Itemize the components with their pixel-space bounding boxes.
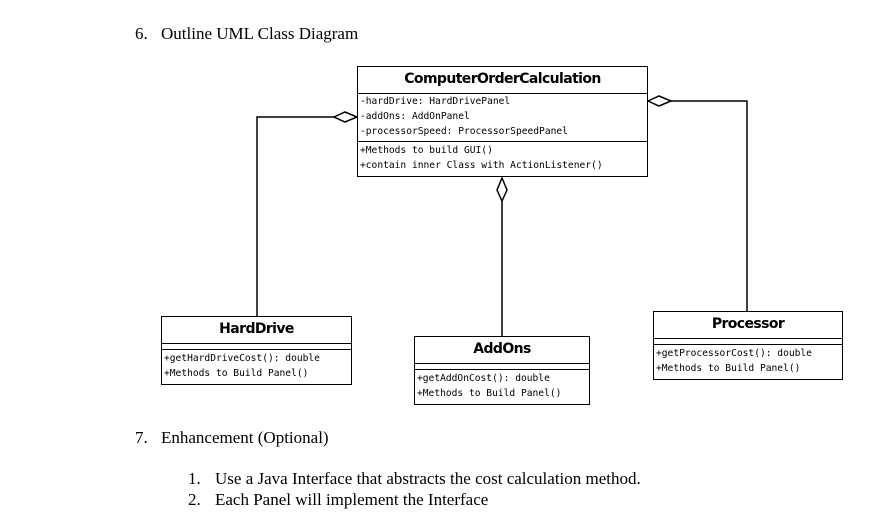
method: +getHardDriveCost(): double xyxy=(164,353,320,364)
method: +getProcessorCost(): double xyxy=(656,348,812,359)
attributes-section xyxy=(162,344,351,350)
class-processor: Processor +getProcessorCost(): double +M… xyxy=(653,311,843,380)
connector-processor xyxy=(671,100,748,311)
connector-harddrive xyxy=(256,116,334,316)
class-name: Processor xyxy=(654,312,842,339)
class-addons: AddOns +getAddOnCost(): double +Methods … xyxy=(414,336,590,405)
aggregation-diamond-harddrive xyxy=(332,111,359,123)
method: +Methods to Build Panel() xyxy=(656,363,801,374)
aggregation-diamond-addons xyxy=(496,176,508,203)
method: +getAddOnCost(): double xyxy=(417,373,550,384)
list-item-number: 1. xyxy=(188,469,201,488)
section-7-heading: 7. Enhancement (Optional) xyxy=(135,428,329,448)
list-item-text: Use a Java Interface that abstracts the … xyxy=(215,469,641,488)
method: +contain inner Class with ActionListener… xyxy=(360,160,603,171)
list-item-text: Each Panel will implement the Interface xyxy=(215,490,489,509)
class-harddrive: HardDrive +getHardDriveCost(): double +M… xyxy=(161,316,352,385)
attribute: -processorSpeed: ProcessorSpeedPanel xyxy=(360,126,568,137)
aggregation-diamond-processor xyxy=(646,95,673,107)
methods-section: +Methods to build GUI() +contain inner C… xyxy=(358,142,647,174)
methods-section: +getProcessorCost(): double +Methods to … xyxy=(654,345,842,377)
method: +Methods to Build Panel() xyxy=(164,368,309,379)
class-name: ComputerOrderCalculation xyxy=(358,67,647,94)
list-item: 2. Each Panel will implement the Interfac… xyxy=(188,490,488,510)
attributes-section: -hardDrive: HardDrivePanel -addOns: AddO… xyxy=(358,94,647,142)
section-6-heading: 6. Outline UML Class Diagram xyxy=(135,24,358,44)
class-name: HardDrive xyxy=(162,317,351,344)
list-item-number: 2. xyxy=(188,490,201,509)
method: +Methods to Build Panel() xyxy=(417,388,562,399)
section-7-title: Enhancement (Optional) xyxy=(161,428,329,447)
class-name: AddOns xyxy=(415,337,589,364)
section-7-number: 7. xyxy=(135,428,148,447)
section-6-title: Outline UML Class Diagram xyxy=(161,24,359,43)
method: +Methods to build GUI() xyxy=(360,145,493,156)
section-6-number: 6. xyxy=(135,24,148,43)
attributes-section xyxy=(654,339,842,345)
methods-section: +getAddOnCost(): double +Methods to Buil… xyxy=(415,370,589,402)
attributes-section xyxy=(415,364,589,370)
methods-section: +getHardDriveCost(): double +Methods to … xyxy=(162,350,351,382)
class-computer-order-calculation: ComputerOrderCalculation -hardDrive: Har… xyxy=(357,66,648,177)
list-item: 1. Use a Java Interface that abstracts th… xyxy=(188,469,641,489)
attribute: -hardDrive: HardDrivePanel xyxy=(360,96,511,107)
attribute: -addOns: AddOnPanel xyxy=(360,111,470,122)
